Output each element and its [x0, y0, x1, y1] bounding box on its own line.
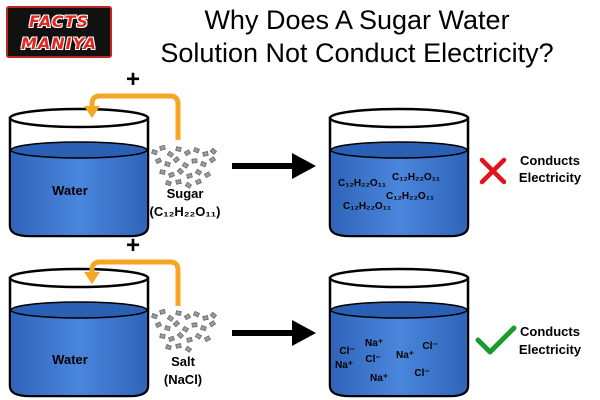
- logo-text-line1: FACTS: [29, 12, 89, 31]
- water-label: Water: [52, 183, 88, 198]
- logo-text-line2: MANIYA: [20, 34, 98, 53]
- plus-sign: +: [126, 232, 140, 259]
- result-label-line2: Electricity: [519, 342, 582, 357]
- sugar-molecule: C₁₂H₂₂O₁₁: [392, 172, 440, 183]
- salt-crystals: [151, 308, 218, 353]
- sugar-label: Sugar: [167, 186, 204, 201]
- pour-pipe: [84, 259, 181, 306]
- factsmaniya-logo: FACTS MANIYA: [6, 6, 112, 58]
- chloride-ion: Cl⁻: [339, 346, 354, 357]
- chloride-ion: Cl⁻: [422, 341, 437, 352]
- sugar-molecule: C₁₂H₂₂O₁₁: [386, 191, 434, 202]
- sugar-molecule: C₁₂H₂₂O₁₁: [338, 178, 386, 189]
- water-label: Water: [52, 352, 88, 367]
- cross-icon: [479, 157, 507, 185]
- pour-pipe: [84, 93, 181, 140]
- sugar-solution-beaker: C₁₂H₂₂O₁₁ C₁₂H₂₂O₁₁ C₁₂H₂₂O₁₁ C₁₂H₂₂O₁₁: [328, 107, 470, 238]
- sugar-crystals: [151, 144, 218, 189]
- sodium-ion: Na⁺: [396, 350, 414, 361]
- sodium-ion: Na⁺: [335, 360, 353, 371]
- salt-label: Salt: [171, 354, 196, 369]
- title-line1: Why Does A Sugar Water: [204, 5, 510, 35]
- page-title: Why Does A Sugar Water Solution Not Cond…: [118, 4, 596, 70]
- title-line2: Solution Not Conduct Electricity?: [160, 38, 554, 68]
- salt-formula: (NaCl): [164, 372, 202, 387]
- water-beaker: Water: [8, 267, 150, 398]
- sodium-ion: Na⁺: [370, 373, 388, 384]
- water-beaker: Water: [8, 107, 150, 238]
- salt-solution-beaker: Na⁺ Cl⁻ Cl⁻ Cl⁻ Na⁺ Na⁺ Cl⁻ Na⁺: [328, 267, 470, 398]
- right-arrow-icon: [232, 153, 316, 179]
- chloride-ion: Cl⁻: [365, 354, 380, 365]
- result-label-line1: Conducts: [520, 153, 580, 168]
- chloride-ion: Cl⁻: [414, 368, 429, 379]
- check-icon: [475, 325, 517, 355]
- salt-row: + Water: [8, 232, 582, 398]
- sugar-molecule: C₁₂H₂₂O₁₁: [343, 201, 391, 212]
- sodium-ion: Na⁺: [365, 338, 383, 349]
- result-label-line1: Conducts: [520, 324, 580, 339]
- plus-sign: +: [126, 66, 140, 93]
- sugar-formula: (C₁₂H₂₂O₁₁): [149, 204, 220, 219]
- right-arrow-icon: [232, 320, 316, 346]
- sugar-row: + Water: [8, 66, 582, 238]
- result-label-line2: Electricity: [519, 170, 582, 185]
